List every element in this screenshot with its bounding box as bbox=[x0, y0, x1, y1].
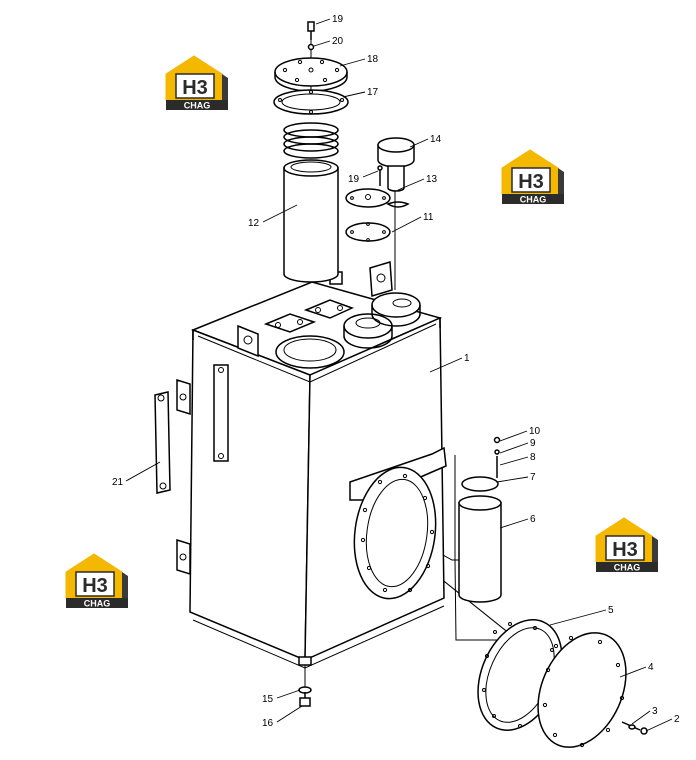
callout-14: 14 bbox=[430, 134, 442, 145]
callout-16: 16 bbox=[262, 718, 274, 729]
watermark-text: CHAG bbox=[84, 599, 111, 609]
callout-20: 20 bbox=[332, 36, 344, 47]
cleanout-ring-bolt-holes bbox=[360, 473, 435, 593]
callout-7: 7 bbox=[530, 472, 536, 483]
watermark-logo-4: H3 CHAG bbox=[65, 553, 128, 609]
callout-8: 8 bbox=[530, 452, 536, 463]
callout-17: 17 bbox=[367, 87, 379, 98]
callout-4: 4 bbox=[648, 662, 654, 673]
filter-top-assembly bbox=[273, 21, 349, 283]
callout-6: 6 bbox=[530, 514, 536, 525]
callout-15: 15 bbox=[262, 694, 274, 705]
callout-5: 5 bbox=[608, 605, 614, 616]
watermark-mark: H3 bbox=[82, 575, 108, 597]
watermark-mark: H3 bbox=[182, 77, 208, 99]
callout-3: 3 bbox=[652, 706, 658, 717]
callout-19-top: 19 bbox=[332, 14, 344, 25]
cleanout-cover-assembly bbox=[477, 619, 648, 748]
watermark-text: CHAG bbox=[614, 563, 641, 573]
callout-leader-lines bbox=[125, 18, 673, 732]
watermark-mark: H3 bbox=[518, 171, 544, 193]
watermark-logo-3: H3 CHAG bbox=[595, 517, 658, 573]
callout-21: 21 bbox=[112, 477, 124, 488]
filter-spring bbox=[283, 122, 339, 159]
callout-12: 12 bbox=[248, 218, 260, 229]
tank-port-bosses bbox=[343, 292, 421, 349]
watermark-mark: H3 bbox=[612, 539, 638, 561]
cover-plate-holes bbox=[282, 59, 340, 83]
mounting-bracket bbox=[154, 391, 171, 494]
breather-assembly bbox=[345, 137, 415, 242]
watermark-text: CHAG bbox=[520, 195, 547, 205]
callout-2: 2 bbox=[674, 714, 680, 725]
callout-10: 10 bbox=[529, 426, 541, 437]
watermark-logo-1: H3 CHAG bbox=[165, 55, 228, 111]
callout-13: 13 bbox=[426, 174, 438, 185]
hydraulic-tank-body bbox=[176, 261, 447, 669]
callout-19-breather: 19 bbox=[348, 174, 360, 185]
side-filter-assembly bbox=[458, 436, 502, 603]
callout-9: 9 bbox=[530, 438, 536, 449]
watermark-logo-2: H3 CHAG bbox=[501, 149, 564, 205]
watermark-text: CHAG bbox=[184, 101, 211, 111]
callout-11: 11 bbox=[423, 212, 434, 223]
cover-plate-holes bbox=[542, 635, 625, 748]
callout-labels: 19 20 18 17 14 19 13 12 11 1 10 9 8 7 6 … bbox=[112, 14, 680, 729]
drain-plug-assembly bbox=[298, 686, 312, 707]
callout-18: 18 bbox=[367, 54, 379, 65]
callout-1: 1 bbox=[464, 353, 470, 364]
